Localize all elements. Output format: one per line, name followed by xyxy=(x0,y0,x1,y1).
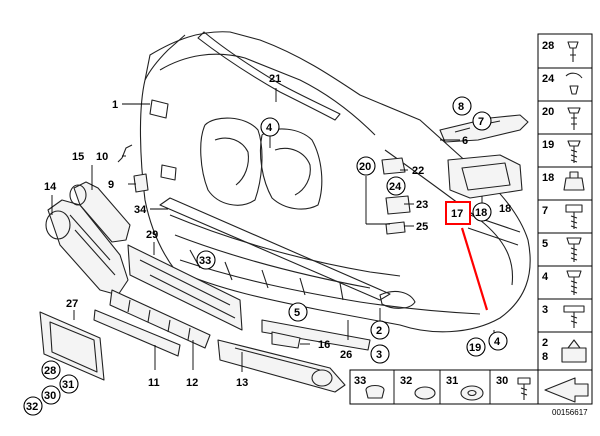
callout-10: 10 xyxy=(96,151,108,163)
part-13-right-grille xyxy=(217,339,346,393)
legend-bottom: 33 32 31 30 xyxy=(349,369,539,405)
legend-label-24: 24 xyxy=(542,73,555,85)
part-25-clip xyxy=(385,221,406,235)
part-21-upper-trim xyxy=(197,31,341,121)
direction-arrow-icon xyxy=(544,377,589,403)
legend-label-4: 4 xyxy=(542,271,549,283)
self-tap-screw-icon xyxy=(566,237,582,262)
sheet-screw-icon xyxy=(566,270,582,295)
fillister-screw-icon xyxy=(517,377,531,400)
plug-icon xyxy=(365,384,385,399)
callout-18a: 18 xyxy=(475,207,487,219)
callout-26: 26 xyxy=(340,349,352,361)
callout-22: 22 xyxy=(412,165,424,177)
callout-19: 19 xyxy=(469,342,481,354)
callout-31: 31 xyxy=(62,379,74,391)
legend-label-19: 19 xyxy=(542,139,554,151)
callout-5: 5 xyxy=(294,307,300,319)
callout-15: 15 xyxy=(72,151,84,163)
legend-label-30: 30 xyxy=(496,375,508,387)
part-12-lower-grille xyxy=(109,289,211,349)
expanding-rivet-icon xyxy=(567,107,581,130)
part-22-cap xyxy=(381,157,406,175)
part-27-plate xyxy=(39,311,105,381)
callout-18b: 18 xyxy=(499,203,511,215)
highlight-arrow xyxy=(460,227,489,311)
part-18-bracket xyxy=(447,154,523,199)
legend-label-8: 8 xyxy=(542,351,548,363)
callouts: 1 21 4 8 7 6 15 10 9 14 34 29 20 22 24 2… xyxy=(23,73,511,416)
callout-30: 30 xyxy=(44,390,56,402)
washer-icon xyxy=(460,385,484,401)
legend-label-3: 3 xyxy=(542,304,548,316)
callout-13: 13 xyxy=(236,377,248,389)
callout-27: 27 xyxy=(66,298,78,310)
callout-32: 32 xyxy=(26,401,38,413)
callout-23: 23 xyxy=(416,199,428,211)
legend-label-7: 7 xyxy=(542,205,548,217)
callout-20: 20 xyxy=(359,161,371,173)
callout-2: 2 xyxy=(376,325,382,337)
callout-1: 1 xyxy=(112,99,118,111)
part-14-left-grille xyxy=(45,181,131,296)
collar-screw-icon xyxy=(563,305,585,328)
grommet-icon xyxy=(414,386,436,400)
legend-label-20: 20 xyxy=(542,106,554,118)
bulb-holder-icon xyxy=(565,72,583,95)
callout-8: 8 xyxy=(458,101,464,113)
leader-lines xyxy=(51,88,495,372)
callout-21: 21 xyxy=(269,73,281,85)
callout-4a: 4 xyxy=(266,122,273,134)
callout-16: 16 xyxy=(318,339,330,351)
part-10-wire xyxy=(117,144,133,163)
part-29-plate-bracket xyxy=(127,244,243,331)
legend-label-31: 31 xyxy=(446,375,458,387)
hex-bolt-icon xyxy=(565,204,583,229)
part-11-strip xyxy=(93,309,181,357)
spring-nut-icon xyxy=(561,339,587,363)
part-16-insert xyxy=(271,331,301,349)
callout-12: 12 xyxy=(186,377,198,389)
callout-7: 7 xyxy=(478,116,484,128)
callout-3: 3 xyxy=(376,349,382,361)
callout-25: 25 xyxy=(416,221,428,233)
callout-6: 6 xyxy=(462,135,468,147)
push-clip-icon xyxy=(567,41,579,62)
screw-icon xyxy=(567,140,581,163)
callout-34: 34 xyxy=(134,204,147,216)
legend-label-33: 33 xyxy=(354,375,366,387)
callout-9: 9 xyxy=(108,179,114,191)
nut-clip-icon xyxy=(563,171,585,191)
callout-17: 17 xyxy=(451,208,463,220)
legend-label-32: 32 xyxy=(400,375,412,387)
callout-28: 28 xyxy=(44,365,56,377)
callout-29: 29 xyxy=(146,229,158,241)
part-34-lower-strip xyxy=(159,197,391,301)
callout-24: 24 xyxy=(389,181,402,193)
legend-label-2: 2 xyxy=(542,337,548,349)
legend-label-5: 5 xyxy=(542,238,548,250)
callout-4b: 4 xyxy=(494,336,501,348)
part-5-trim xyxy=(261,319,371,351)
part-23-holder xyxy=(385,195,411,215)
legend-label-18: 18 xyxy=(542,172,554,184)
callout-33: 33 xyxy=(199,255,211,267)
part-9-holder xyxy=(133,173,149,193)
bumper-cover xyxy=(139,31,531,333)
legend-right: 28 24 20 19 18 7 5 4 3 2 8 xyxy=(537,33,593,405)
doc-number: 00156617 xyxy=(552,408,588,417)
callout-11: 11 xyxy=(148,377,160,389)
callout-14: 14 xyxy=(44,181,57,193)
legend-label-28: 28 xyxy=(542,40,554,52)
